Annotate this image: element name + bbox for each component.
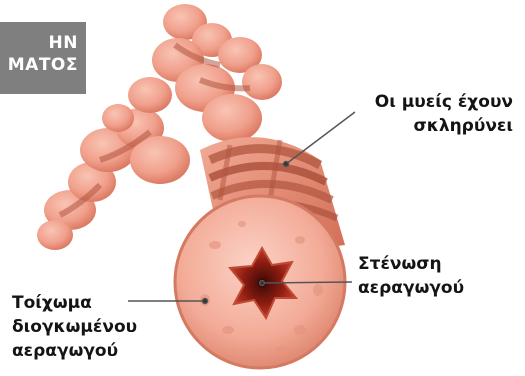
label-swollen-airway-wall: Τοίχωμα διογκωμένου αεραγωγού [12, 291, 137, 363]
corner-banner: ΗΝ ΜΑΤΟΣ [0, 22, 86, 94]
branch-left [37, 104, 190, 250]
label-muscles-line-2: σκληρύνει [375, 114, 513, 138]
label-wall-line-1: Τοίχωμα [12, 291, 137, 315]
label-hardened-muscles: Οι μυείς έχουν σκληρύνει [375, 90, 513, 138]
label-narrowing-line-1: Στένωση [358, 252, 464, 276]
label-narrowing-line-2: αεραγωγού [358, 276, 464, 300]
label-wall-line-2: διογκωμένου [12, 315, 137, 339]
label-muscles-line-1: Οι μυείς έχουν [375, 90, 513, 114]
banner-line-2: ΜΑΤΟΣ [0, 54, 78, 76]
label-wall-line-3: αεραγωγού [12, 339, 137, 363]
banner-line-1: ΗΝ [0, 32, 78, 54]
leader-narrowing [262, 282, 352, 283]
leader-muscles [286, 112, 355, 164]
label-airway-narrowing: Στένωση αεραγωγού [358, 252, 464, 300]
